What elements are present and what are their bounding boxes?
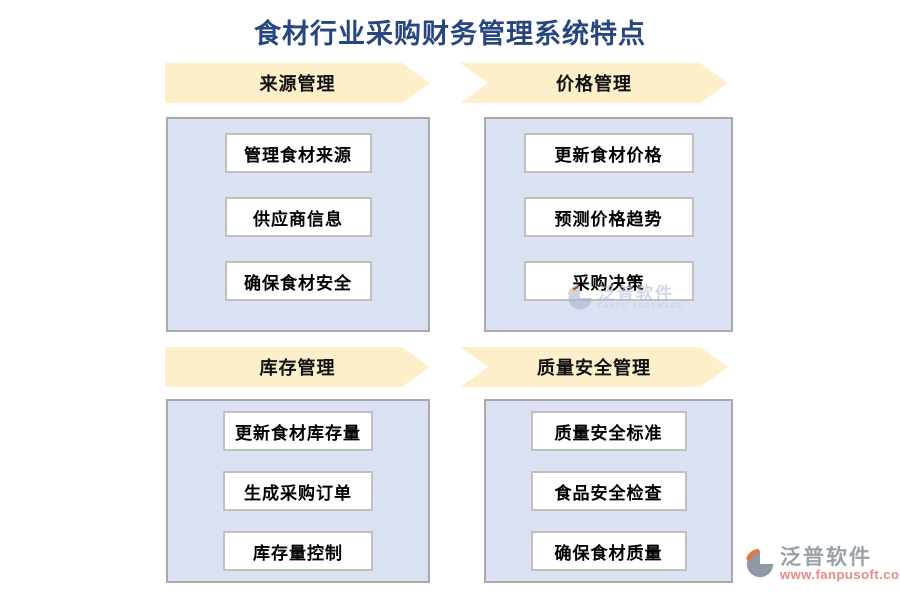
quality-safety-header-label: 质量安全管理 <box>537 358 651 378</box>
feature-box: 管理食材来源 <box>224 133 372 173</box>
page-title: 食材行业采购财务管理系统特点 <box>254 19 646 49</box>
inventory-management-header-label: 库存管理 <box>259 358 336 378</box>
feature-box: 预测价格趋势 <box>523 197 694 237</box>
feature-label: 供应商信息 <box>253 209 343 229</box>
inventory-management-header-arrow: 库存管理 <box>165 347 430 387</box>
feature-label: 确保食材质量 <box>554 543 663 563</box>
feature-label: 食品安全检查 <box>554 483 663 503</box>
feature-box: 供应商信息 <box>224 197 372 237</box>
feature-box: 更新食材价格 <box>523 133 694 173</box>
price-management-panel: 更新食材价格 预测价格趋势 采购决策 <box>484 117 733 332</box>
feature-label: 库存量控制 <box>253 543 343 563</box>
feature-label: 预测价格趋势 <box>554 209 663 229</box>
source-management-panel: 管理食材来源 供应商信息 确保食材安全 <box>166 117 430 332</box>
watermark-brand-text: 泛普软件 <box>780 545 872 569</box>
watermark-corner: 泛普软件 www.fanpusoft.com <box>744 546 900 582</box>
quality-safety-panel: 质量安全标准 食品安全检查 确保食材质量 <box>484 399 733 583</box>
feature-label: 更新食材价格 <box>554 145 663 165</box>
watermark-center: 泛普软件 FANPU SOFTWARE <box>566 284 684 312</box>
watermark-url-text: www.fanpusoft.com <box>780 567 900 583</box>
feature-label: 生成采购订单 <box>244 483 352 503</box>
feature-label: 确保食材安全 <box>244 273 352 293</box>
quality-safety-header-arrow: 质量安全管理 <box>460 347 728 387</box>
feature-box: 确保食材质量 <box>530 531 687 571</box>
source-management-header-label: 来源管理 <box>259 74 336 94</box>
feature-box: 确保食材安全 <box>224 261 372 301</box>
watermark-sub-text: FANPU SOFTWARE <box>598 303 684 311</box>
inventory-management-panel: 更新食材库存量 生成采购订单 库存量控制 <box>166 399 430 583</box>
watermark-brand-text: 泛普软件 <box>598 284 674 304</box>
fanpu-logo-icon <box>568 284 592 310</box>
feature-box: 采购决策 <box>523 261 694 301</box>
price-management-header-arrow: 价格管理 <box>460 63 728 103</box>
feature-box: 更新食材库存量 <box>223 411 373 451</box>
feature-box: 库存量控制 <box>223 531 373 571</box>
feature-box: 食品安全检查 <box>530 471 687 511</box>
price-management-header-label: 价格管理 <box>556 74 632 94</box>
feature-label: 管理食材来源 <box>244 145 352 165</box>
feature-label: 采购决策 <box>572 273 645 293</box>
feature-box: 生成采购订单 <box>223 471 373 511</box>
feature-label: 质量安全标准 <box>554 423 663 443</box>
feature-label: 更新食材库存量 <box>235 423 361 443</box>
source-management-header-arrow: 来源管理 <box>165 63 430 103</box>
feature-box: 质量安全标准 <box>530 411 687 451</box>
fanpu-logo-icon <box>746 548 774 578</box>
